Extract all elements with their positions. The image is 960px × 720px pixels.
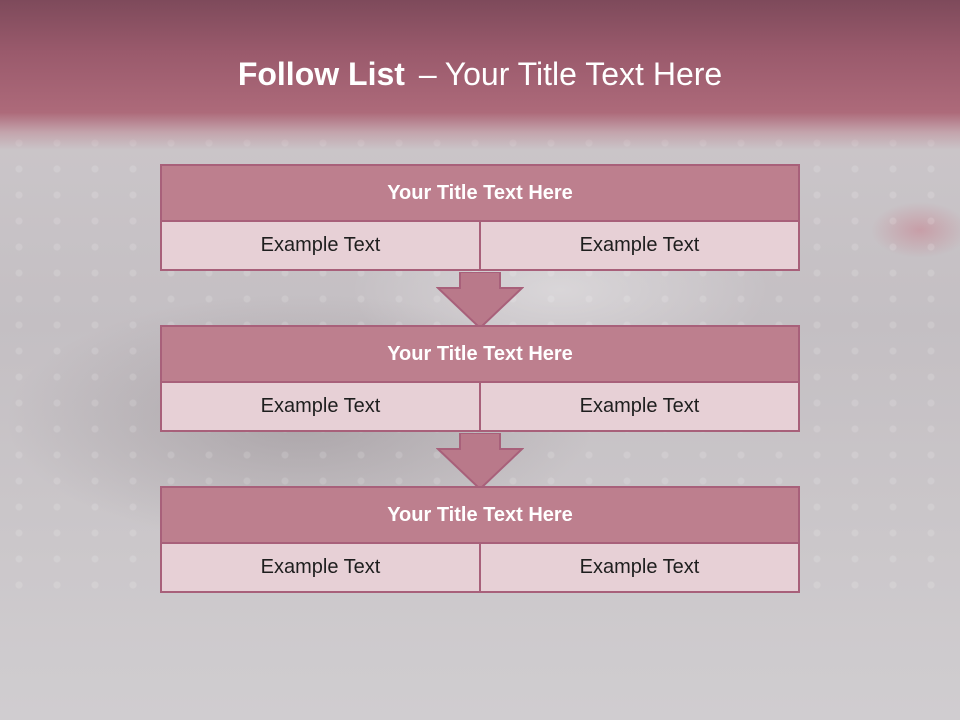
header-band (0, 0, 960, 150)
block-cell-left: Example Text (260, 395, 381, 417)
block-cell-right: Example Text (479, 544, 798, 591)
block-row: Example Text Example Text (162, 544, 798, 591)
title-dash: – (418, 56, 437, 92)
down-arrow-icon (436, 272, 524, 330)
block-cell-right: Example Text (479, 222, 798, 269)
block-title: Your Title Text Here (162, 166, 798, 222)
block-title: Your Title Text Here (162, 488, 798, 544)
block-title: Your Title Text Here (162, 327, 798, 383)
list-block-2: Your Title Text Here Example Text Exampl… (160, 325, 800, 432)
block-row: Example Text Example Text (162, 383, 798, 430)
down-arrow-icon (436, 433, 524, 491)
list-block-3: Your Title Text Here Example Text Exampl… (160, 486, 800, 593)
slide-title: Follow List–Your Title Text Here (0, 56, 960, 93)
title-rest: Your Title Text Here (444, 56, 723, 92)
block-cell-left: Example Text (260, 234, 381, 256)
list-block-1: Your Title Text Here Example Text Exampl… (160, 164, 800, 271)
block-cell-left: Example Text (260, 556, 381, 578)
block-cell-right: Example Text (479, 383, 798, 430)
block-row: Example Text Example Text (162, 222, 798, 269)
title-bold: Follow List (237, 56, 405, 92)
